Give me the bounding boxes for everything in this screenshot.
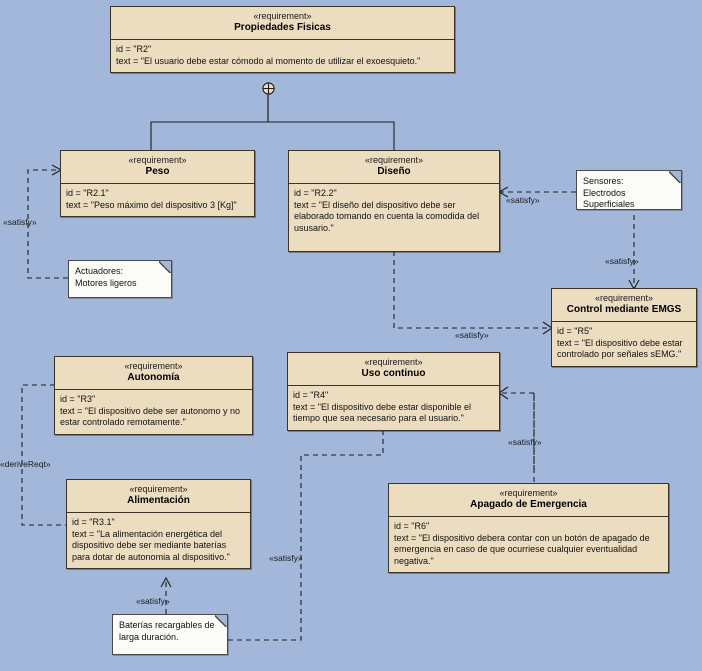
requirement-text: text = "El dispositivo debera contar con… — [394, 532, 653, 566]
requirement-id: id = "R2.1" — [66, 188, 109, 198]
requirement-header: «requirement» Alimentación — [67, 480, 250, 513]
requirement-id: id = "R3.1" — [72, 517, 115, 527]
requirement-id: id = "R6" — [394, 521, 430, 531]
requirement-stereotype: «requirement» — [594, 293, 654, 303]
requirement-body: id = "R2" text = "El usuario debe estar … — [111, 40, 454, 72]
requirement-header: «requirement» Uso continuo — [288, 353, 499, 386]
requirement-stereotype: «requirement» — [129, 484, 188, 494]
requirement-header: «requirement» Peso — [61, 151, 254, 184]
composition-crosshair-icon — [262, 82, 275, 95]
arrowhead-alimentacion — [160, 576, 172, 588]
edge-label-satisfy-diseno: «satisfy» — [506, 195, 540, 205]
note-actuadores[interactable]: Actuadores: Motores ligeros — [68, 260, 172, 298]
requirement-peso[interactable]: «requirement» Peso id = "R2.1" text = "P… — [60, 150, 255, 217]
composition-r2-to-peso — [150, 95, 269, 151]
requirement-body: id = "R2.1" text = "Peso máximo del disp… — [61, 184, 254, 216]
requirement-name: Apagado de Emergencia — [470, 499, 587, 510]
requirement-stereotype: «requirement» — [499, 488, 558, 498]
requirement-id: id = "R2" — [116, 44, 152, 54]
edge-label-derive-reqt: «deriveReqt» — [0, 459, 51, 469]
satisfy-emgs-to-uso — [500, 392, 535, 470]
requirement-body: id = "R2.2" text = "El diseño del dispos… — [289, 184, 499, 251]
requirement-name: Alimentación — [127, 495, 190, 506]
requirement-stereotype: «requirement» — [364, 155, 424, 165]
note-text: Baterías recargables de larga duración. — [119, 620, 215, 642]
requirement-body: id = "R5" text = "El dispositivo debe es… — [552, 322, 696, 366]
requirement-header: «requirement» Diseño — [289, 151, 499, 184]
composition-r2-to-diseno — [267, 95, 395, 151]
requirement-text: text = "El dispositivo debe ser autonomo… — [60, 405, 243, 428]
edge-label-satisfy-peso: «satisfy» — [3, 217, 37, 227]
requirement-name: Uso continuo — [361, 368, 426, 379]
requirement-header: «requirement» Autonomía — [55, 357, 252, 390]
requirement-text: text = "El diseño del dispositivo debe s… — [294, 199, 482, 233]
edge-label-satisfy-baterias: «satisfy» — [136, 596, 170, 606]
requirement-stereotype: «requirement» — [124, 361, 183, 371]
requirement-text: text = "El dispositivo debe estar contro… — [557, 337, 686, 360]
note-fold-icon — [159, 261, 171, 273]
requirement-header: «requirement» Propiedades Fisicas — [111, 7, 454, 40]
note-fold-icon — [215, 615, 227, 627]
requirement-text: text = "El usuario debe estar cómodo al … — [116, 55, 421, 66]
note-text: Sensores: Electrodos Superficiales — [583, 176, 635, 209]
note-fold-icon — [669, 171, 681, 183]
requirement-stereotype: «requirement» — [364, 357, 423, 367]
requirement-id: id = "R4" — [293, 390, 329, 400]
satisfy-actuadores-to-peso — [27, 169, 68, 279]
satisfy-baterias-to-uso — [228, 396, 384, 641]
requirement-header: «requirement» Control mediante EMGS — [552, 289, 696, 322]
requirement-text: text = "El dispositivo debe estar dispon… — [293, 401, 474, 424]
note-baterias[interactable]: Baterías recargables de larga duración. — [112, 614, 228, 655]
requirement-id: id = "R3" — [60, 394, 96, 404]
edge-label-satisfy-sensores: «satisfy» — [605, 256, 639, 266]
requirement-uso-continuo[interactable]: «requirement» Uso continuo id = "R4" tex… — [287, 352, 500, 431]
requirement-control-emgs[interactable]: «requirement» Control mediante EMGS id =… — [551, 288, 697, 367]
requirement-stereotype: «requirement» — [253, 11, 312, 21]
satisfy-diseno-to-emgs — [393, 242, 551, 329]
requirement-id: id = "R2.2" — [294, 188, 337, 198]
requirement-stereotype: «requirement» — [128, 155, 187, 165]
requirement-text: text = "La alimentación energética del d… — [72, 528, 230, 562]
requirement-text: text = "Peso máximo del dispositivo 3 [K… — [66, 199, 237, 210]
requirement-autonomia[interactable]: «requirement» Autonomía id = "R3" text =… — [54, 356, 253, 435]
note-text: Actuadores: Motores ligeros — [75, 266, 137, 288]
requirement-diseno[interactable]: «requirement» Diseño id = "R2.2" text = … — [288, 150, 500, 252]
requirement-id: id = "R5" — [557, 326, 593, 336]
requirement-header: «requirement» Apagado de Emergencia — [389, 484, 668, 517]
edge-label-satisfy-emgs-uso: «satisfy» — [508, 437, 542, 447]
requirement-name: Peso — [145, 166, 170, 177]
requirement-apagado-emergencia[interactable]: «requirement» Apagado de Emergencia id =… — [388, 483, 669, 573]
requirement-body: id = "R6" text = "El dispositivo debera … — [389, 517, 668, 572]
requirement-propiedades-fisicas[interactable]: «requirement» Propiedades Fisicas id = "… — [110, 6, 455, 73]
requirement-name: Diseño — [377, 166, 411, 177]
requirement-body: id = "R3" text = "El dispositivo debe se… — [55, 390, 252, 434]
requirement-name: Control mediante EMGS — [566, 304, 682, 315]
note-sensores[interactable]: Sensores: Electrodos Superficiales — [576, 170, 682, 210]
requirement-body: id = "R4" text = "El dispositivo debe es… — [288, 386, 499, 430]
edge-label-satisfy-emgs-diseno: «satisfy» — [455, 330, 489, 340]
requirement-alimentacion[interactable]: «requirement» Alimentación id = "R3.1" t… — [66, 479, 251, 569]
derivereqt-autonomia-alimentacion — [21, 384, 66, 526]
requirement-name: Autonomía — [127, 372, 180, 383]
requirement-body: id = "R3.1" text = "La alimentación ener… — [67, 513, 250, 568]
requirement-name: Propiedades Fisicas — [234, 22, 331, 33]
edge-label-satisfy-alimentacion: «satisfy» — [269, 553, 303, 563]
